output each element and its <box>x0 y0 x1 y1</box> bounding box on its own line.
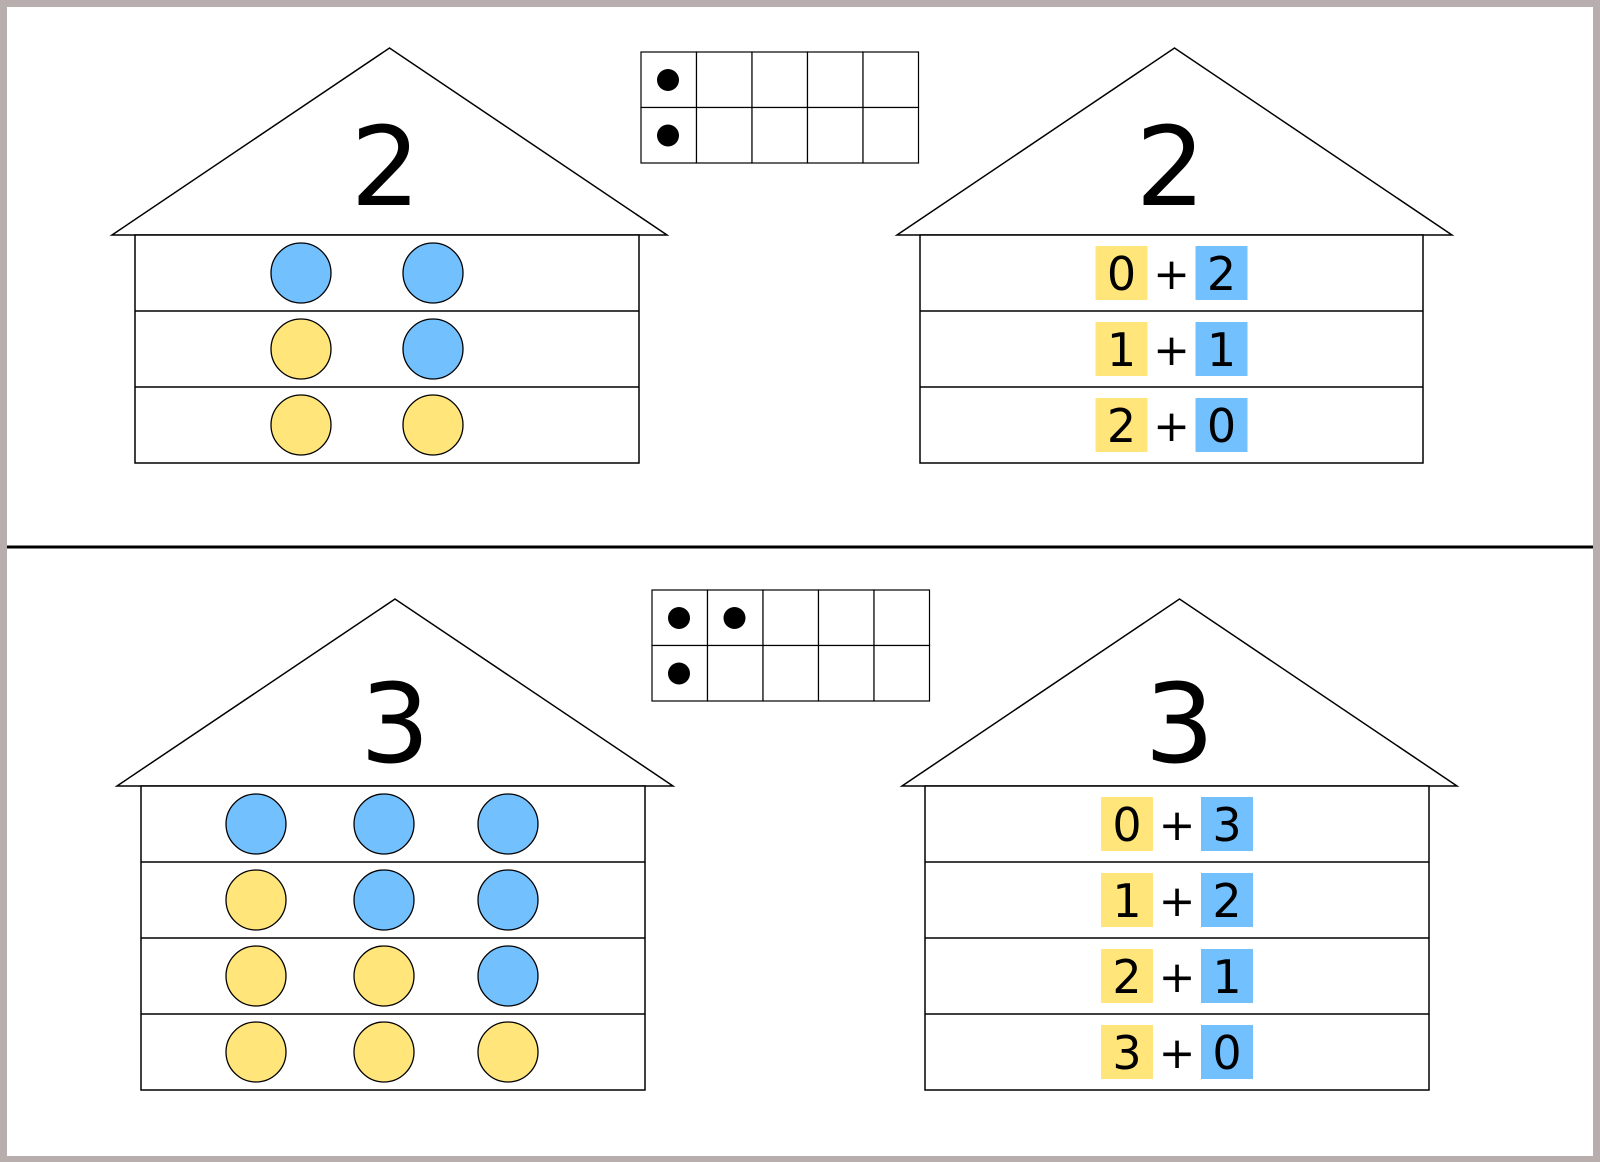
plus-sign: + <box>1153 249 1190 300</box>
sum-row: 1 +2 <box>1101 873 1253 928</box>
addend-a: 3 <box>1112 1026 1141 1080</box>
addend-b-box <box>1201 873 1253 927</box>
house-number: 2 <box>1136 103 1206 231</box>
addend-b-box <box>1201 1025 1253 1079</box>
ten-frame-cell <box>817 644 875 702</box>
ten-frame-cell <box>862 51 920 109</box>
ten-frame-cell <box>873 644 931 702</box>
plus-sign: + <box>1153 401 1190 452</box>
sum-row: 2 +0 <box>1095 398 1248 453</box>
ten-frame-cell <box>695 51 753 109</box>
yellow-counter <box>270 394 332 456</box>
addend-b: 2 <box>1207 247 1236 301</box>
ten-frame-dot <box>668 607 690 629</box>
house-body <box>134 234 640 464</box>
house-body <box>919 234 1424 464</box>
addend-b-box <box>1195 322 1248 376</box>
ten-frame-dot <box>723 607 746 629</box>
yellow-counter <box>225 945 287 1007</box>
house-number: 3 <box>1145 660 1215 788</box>
addend-a: 1 <box>1112 874 1141 928</box>
sum-house: 30+31+22+13+0 <box>899 598 1460 1091</box>
ten-frame-dot <box>657 69 679 91</box>
ten-frame-cell <box>862 106 920 164</box>
addend-a-box <box>1101 949 1153 1003</box>
ten-frame-cell <box>706 644 764 702</box>
addend-a-box <box>1095 322 1148 376</box>
sum-row: 0 +2 <box>1095 246 1248 301</box>
addend-b: 3 <box>1212 798 1241 852</box>
house-number: 3 <box>360 660 430 788</box>
yellow-counter <box>353 945 415 1007</box>
ten-frame-cell <box>806 51 864 109</box>
addend-b: 1 <box>1212 950 1241 1004</box>
blue-counter <box>477 793 539 855</box>
ten-frame-dot <box>657 124 679 147</box>
sum-house: 20+21+12+0 <box>894 47 1455 464</box>
ten-frame-cell <box>695 106 753 164</box>
ten-frame-cell <box>873 589 931 647</box>
ten-frame-dot <box>668 662 690 685</box>
ten-frame-cell <box>751 106 809 164</box>
ten-frame <box>651 589 931 702</box>
addend-b: 0 <box>1207 399 1236 453</box>
addend-a: 2 <box>1112 950 1141 1004</box>
ten-frame-cell <box>762 589 820 647</box>
sum-row: 1 +1 <box>1095 322 1248 377</box>
addend-a-box <box>1095 398 1148 452</box>
blue-counter <box>477 945 539 1007</box>
addend-a-box <box>1101 1025 1153 1079</box>
addend-b: 0 <box>1212 1026 1241 1080</box>
blue-counter <box>353 793 415 855</box>
addend-a: 2 <box>1107 399 1136 453</box>
addend-b: 2 <box>1212 874 1241 928</box>
sum-row: 0 +3 <box>1101 797 1253 852</box>
ten-frame-cell <box>817 589 875 647</box>
house-number: 2 <box>351 103 421 231</box>
yellow-counter <box>270 318 332 380</box>
plus-sign: + <box>1159 876 1196 927</box>
addend-b-box <box>1195 246 1248 300</box>
blue-counter <box>270 242 332 304</box>
ten-frame-cell <box>751 51 809 109</box>
addend-a-box <box>1101 873 1153 927</box>
ten-frame-cell <box>806 106 864 164</box>
blue-counter <box>225 793 287 855</box>
addend-b-box <box>1195 398 1248 452</box>
blue-counter <box>402 318 464 380</box>
yellow-counter <box>225 1021 287 1083</box>
dot-house: 2 <box>109 47 670 464</box>
sum-row: 3 +0 <box>1101 1025 1253 1080</box>
yellow-counter <box>225 869 287 931</box>
ten-frame-cell <box>762 644 820 702</box>
blue-counter <box>477 869 539 931</box>
yellow-counter <box>477 1021 539 1083</box>
plus-sign: + <box>1153 325 1190 376</box>
dot-house: 3 <box>114 598 676 1091</box>
addend-b-box <box>1201 797 1253 851</box>
yellow-counter <box>353 1021 415 1083</box>
plus-sign: + <box>1159 800 1196 851</box>
sum-row: 2 +1 <box>1101 949 1253 1004</box>
addend-b: 1 <box>1207 323 1236 377</box>
yellow-counter <box>402 394 464 456</box>
blue-counter <box>402 242 464 304</box>
blue-counter <box>353 869 415 931</box>
plus-sign: + <box>1159 1028 1196 1079</box>
addend-a: 0 <box>1107 247 1136 301</box>
addend-a-box <box>1101 797 1153 851</box>
addend-a: 0 <box>1112 798 1141 852</box>
addend-a: 1 <box>1107 323 1136 377</box>
addend-b-box <box>1201 949 1253 1003</box>
ten-frame <box>640 51 920 164</box>
plus-sign: + <box>1159 952 1196 1003</box>
addend-a-box <box>1095 246 1148 300</box>
